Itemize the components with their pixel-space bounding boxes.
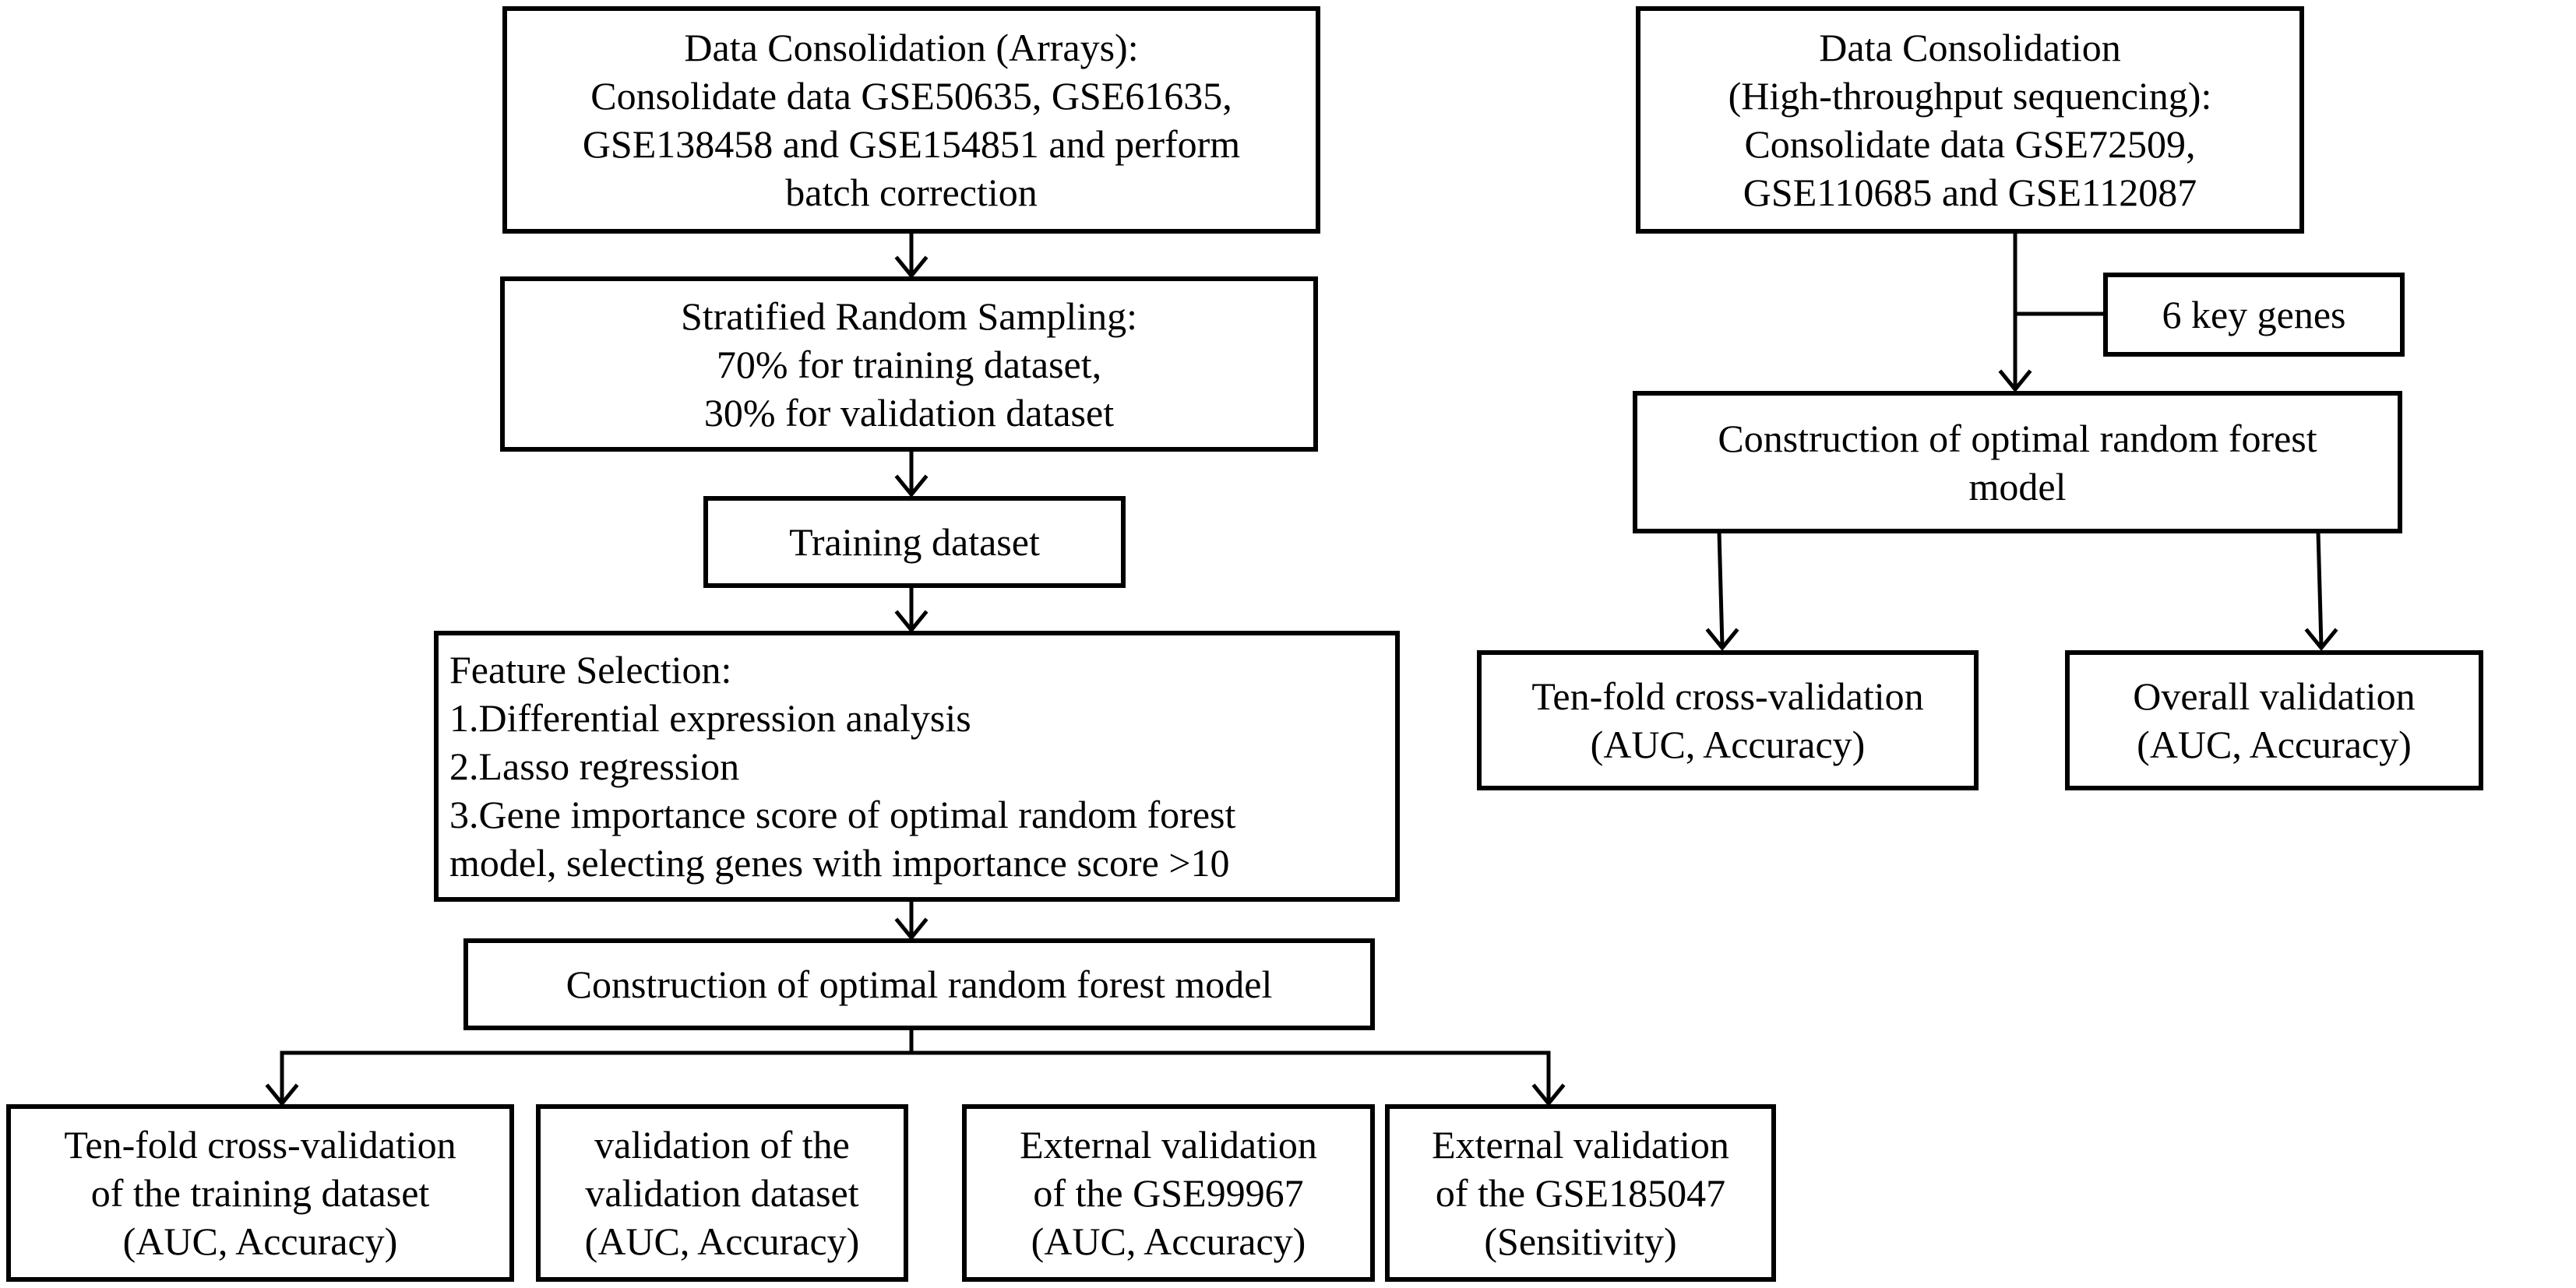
- box-line: 6 key genes: [2162, 293, 2346, 336]
- box-line: GSE110685 and GSE112087: [1743, 171, 2197, 214]
- validation-box-2: validation of the validation dataset (AU…: [536, 1104, 908, 1282]
- box-line: Consolidate data GSE72509,: [1744, 122, 2196, 166]
- box-line: Data Consolidation: [1819, 26, 2121, 69]
- box-line: model: [1968, 464, 2067, 509]
- arrow-construction-to-overall: [2316, 530, 2324, 649]
- box-line: Ten-fold cross-validation: [1531, 674, 1924, 718]
- box-line: Ten-fold cross-validation: [64, 1123, 456, 1167]
- construction-model-box-right: Construction of optimal random forest mo…: [1633, 391, 2402, 533]
- data-consolidation-arrays-box: Data Consolidation (Arrays): Consolidate…: [502, 6, 1320, 234]
- box-line: (AUC, Accuracy): [122, 1219, 398, 1263]
- box-line: Overall validation: [2133, 674, 2416, 718]
- box-line: GSE138458 and GSE154851 and perform: [582, 122, 1241, 166]
- box-line: Data Consolidation (Arrays):: [684, 26, 1139, 69]
- arrowhead: [894, 610, 929, 633]
- box-line: Training dataset: [789, 520, 1040, 564]
- arrowhead: [2304, 628, 2338, 651]
- box-line: validation dataset: [585, 1171, 859, 1215]
- box-line: (AUC, Accuracy): [584, 1219, 860, 1263]
- box-line: 2.Lasso regression: [449, 744, 740, 788]
- validation-box-4: External validation of the GSE185047 (Se…: [1385, 1104, 1776, 1282]
- key-genes-box: 6 key genes: [2103, 273, 2405, 357]
- box-line: 3.Gene importance score of optimal rando…: [449, 793, 1236, 836]
- box-line: External validation: [1020, 1123, 1317, 1167]
- box-line: model, selecting genes with importance s…: [449, 841, 1230, 885]
- arrowhead: [894, 474, 929, 498]
- box-line: validation of the: [594, 1123, 850, 1167]
- data-consolidation-sequencing-box: Data Consolidation (High-throughput sequ…: [1636, 6, 2304, 234]
- box-line: (AUC, Accuracy): [2137, 723, 2412, 766]
- right-validation-box-2: Overall validation (AUC, Accuracy): [2065, 650, 2483, 790]
- arrowhead: [1998, 369, 2032, 392]
- training-dataset-box: Training dataset: [703, 496, 1126, 588]
- box-line: Construction of optimal random forest: [1718, 416, 2317, 460]
- arrowhead: [265, 1083, 299, 1107]
- box-line: Stratified Random Sampling:: [680, 294, 1138, 338]
- box-line: Construction of optimal random forest mo…: [566, 962, 1273, 1006]
- box-line: Consolidate data GSE50635, GSE61635,: [590, 74, 1232, 118]
- box-line: batch correction: [785, 171, 1038, 214]
- arrowhead: [1531, 1083, 1566, 1107]
- box-line: 70% for training dataset,: [716, 342, 1102, 386]
- validation-box-3: External validation of the GSE99967 (AUC…: [962, 1104, 1375, 1282]
- box-line: (AUC, Accuracy): [1031, 1219, 1306, 1263]
- validation-box-1: Ten-fold cross-validation of the trainin…: [6, 1104, 514, 1282]
- arrowhead: [894, 917, 929, 941]
- box-line: (High-throughput sequencing):: [1728, 74, 2212, 118]
- arrowhead: [894, 255, 929, 279]
- box-line: 30% for validation dataset: [703, 390, 1115, 435]
- construction-model-box-left: Construction of optimal random forest mo…: [463, 938, 1375, 1030]
- arrowhead: [1705, 628, 1739, 651]
- box-line: Feature Selection:: [449, 648, 732, 692]
- box-line: of the GSE185047: [1435, 1171, 1726, 1215]
- box-line: 1.Differential expression analysis: [449, 696, 971, 740]
- box-line: (AUC, Accuracy): [1590, 723, 1866, 766]
- arrow-construction-to-tenfold: [1717, 530, 1725, 649]
- box-line: of the training dataset: [90, 1171, 430, 1215]
- stratified-sampling-box: Stratified Random Sampling: 70% for trai…: [500, 276, 1318, 452]
- box-line: External validation: [1432, 1123, 1729, 1167]
- right-validation-box-1: Ten-fold cross-validation (AUC, Accuracy…: [1477, 650, 1979, 790]
- box-line: (Sensitivity): [1484, 1219, 1677, 1263]
- feature-selection-box: Feature Selection: 1.Differential expres…: [434, 631, 1400, 902]
- box-line: of the GSE99967: [1033, 1171, 1304, 1215]
